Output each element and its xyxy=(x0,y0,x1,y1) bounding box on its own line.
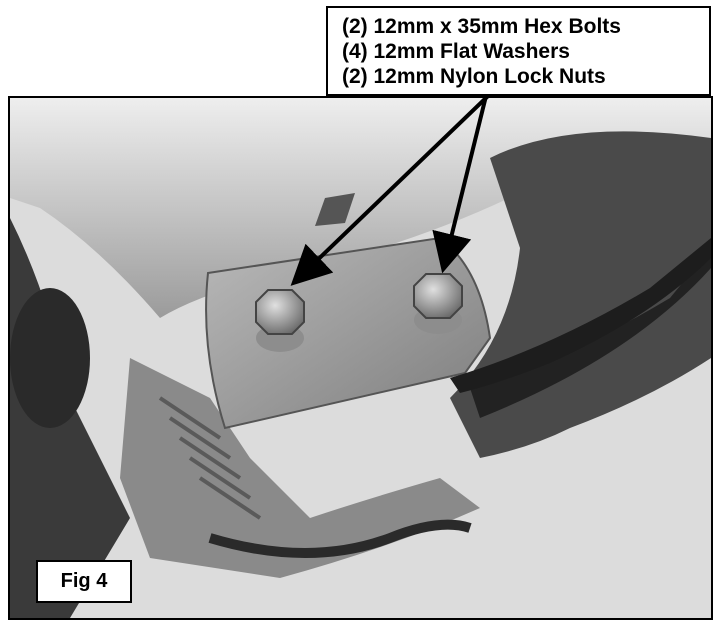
deck-chute xyxy=(120,358,480,578)
product-photo xyxy=(8,96,713,620)
hex-bolt-left xyxy=(255,289,305,335)
deck-ribs xyxy=(158,396,262,520)
photo-illustration xyxy=(10,98,711,618)
figure-label: Fig 4 xyxy=(36,560,132,603)
wheel-hub xyxy=(10,288,90,428)
rubber-strip xyxy=(450,238,711,393)
hardware-callout: (2) 12mm x 35mm Hex Bolts (4) 12mm Flat … xyxy=(326,6,711,96)
curved-bracket xyxy=(208,519,472,558)
callout-line-bolts: (2) 12mm x 35mm Hex Bolts xyxy=(342,15,621,38)
callout-line-washers: (4) 12mm Flat Washers xyxy=(342,40,570,63)
hex-bolt-right xyxy=(413,273,463,319)
callout-line-nuts: (2) 12mm Nylon Lock Nuts xyxy=(342,65,606,88)
guard-edge xyxy=(470,248,711,418)
